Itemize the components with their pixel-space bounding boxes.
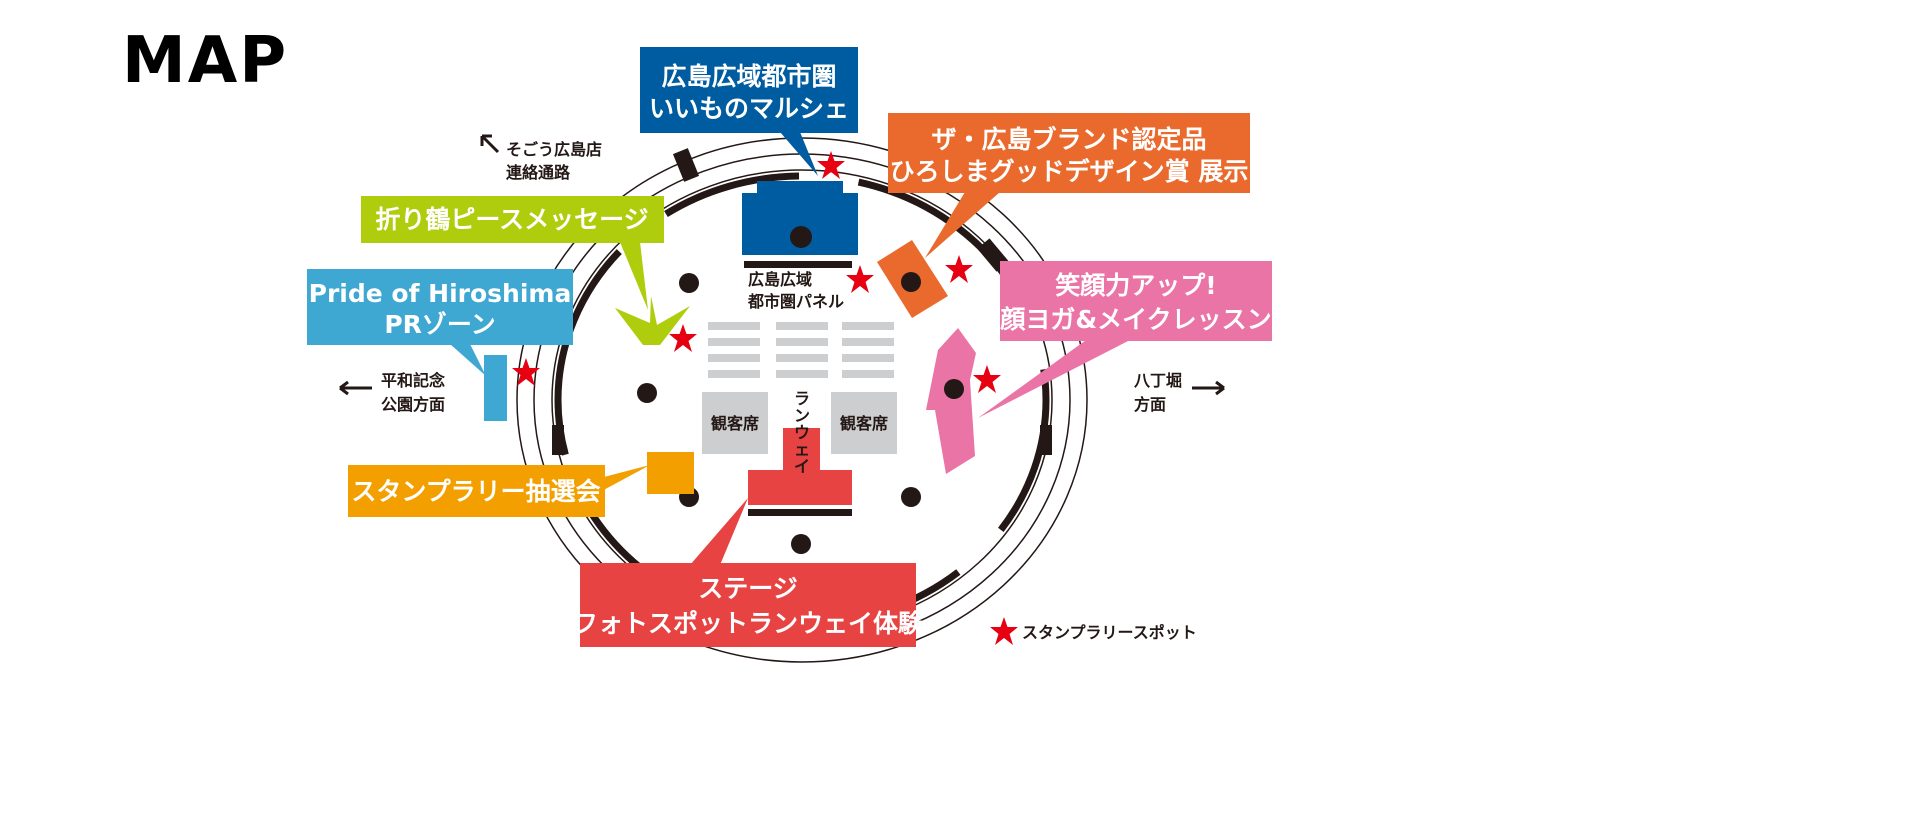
arrow-right-icon [1192,380,1225,396]
direction-peace-park[interactable]: 平和記念 公園方面 [339,371,446,414]
svg-text:連絡通路: 連絡通路 [506,163,571,182]
seats-right-label: 観客席 [840,414,888,433]
callout-lottery[interactable]: スタンプラリー抽選会 [348,465,650,517]
svg-text:八丁堀: 八丁堀 [1133,371,1182,390]
svg-text:平和記念: 平和記念 [381,371,446,390]
svg-text:いいものマルシェ: いいものマルシェ [649,94,849,123]
svg-text:方面: 方面 [1134,395,1166,414]
audience-rows [708,322,894,378]
svg-text:ウ: ウ [794,423,810,442]
star-icon [846,265,874,293]
svg-text:ステージ: ステージ [698,574,798,603]
svg-text:ひろしまグッドデザイン賞 展示: ひろしまグッドデザイン賞 展示 [890,157,1249,186]
callout-crane[interactable]: 折り鶴ピースメッセージ [361,196,664,310]
svg-text:スタンプラリー抽選会: スタンプラリー抽選会 [351,477,600,506]
crane-booth [615,296,690,345]
stage-runway [748,428,852,516]
seats-left-label: 観客席 [711,414,759,433]
star-icon [990,617,1018,645]
svg-text:ラ: ラ [794,389,810,408]
direction-hatchobori[interactable]: 八丁堀 方面 [1133,371,1225,414]
brand-booth [877,240,948,318]
seats-right [831,392,897,454]
map-title: MAP [122,24,288,98]
star-icon [669,324,697,352]
svg-text:折り鶴ピースメッセージ: 折り鶴ピースメッセージ [375,205,648,234]
svg-text:そごう広島店: そごう広島店 [506,140,602,159]
star-icon [945,255,973,283]
seats-left [702,392,768,454]
svg-text:顔ヨガ&メイクレッスン: 顔ヨガ&メイクレッスン [999,305,1271,334]
svg-text:Pride of Hiroshima: Pride of Hiroshima [309,279,572,308]
svg-text:イ: イ [794,457,810,476]
svg-text:ン: ン [794,406,810,425]
callout-smile[interactable]: 笑顔力アップ! 顔ヨガ&メイクレッスン [978,261,1272,418]
marche-booth [742,181,858,268]
legend-label: スタンプラリースポット [1022,623,1197,642]
smile-booth [926,328,976,474]
direction-sogo[interactable]: そごう広島店 連絡通路 [480,134,602,182]
callout-pride[interactable]: Pride of Hiroshima PRゾーン [307,269,573,376]
legend: スタンプラリースポット [990,617,1197,645]
pride-booth [484,355,507,421]
svg-text:ェ: ェ [794,440,810,459]
svg-text:PRゾーン: PRゾーン [384,310,495,339]
star-icon [973,365,1001,393]
svg-text:公園方面: 公園方面 [381,395,445,414]
lottery-booth [647,452,694,494]
callout-stage[interactable]: ステージ フォトスポットランウェイ体験 [573,498,924,647]
svg-text:笑顔力アップ!: 笑顔力アップ! [1055,271,1216,300]
panel-label-1: 広島広域 [748,270,812,289]
arrow-left-icon [339,380,372,396]
callout-marche[interactable]: 広島広域都市圏 いいものマルシェ [640,47,858,176]
panel-label-2: 都市圏パネル [747,292,844,311]
pillars [637,273,921,554]
runway-label: ラ ン ウ ェ イ [794,389,810,476]
svg-text:ザ・広島ブランド認定品: ザ・広島ブランド認定品 [931,125,1206,154]
callout-brand[interactable]: ザ・広島ブランド認定品 ひろしまグッドデザイン賞 展示 [888,113,1250,258]
svg-text:フォトスポットランウェイ体験: フォトスポットランウェイ体験 [573,609,924,638]
svg-text:広島広域都市圏: 広島広域都市圏 [661,62,836,91]
arrow-up-left-icon [480,134,500,154]
